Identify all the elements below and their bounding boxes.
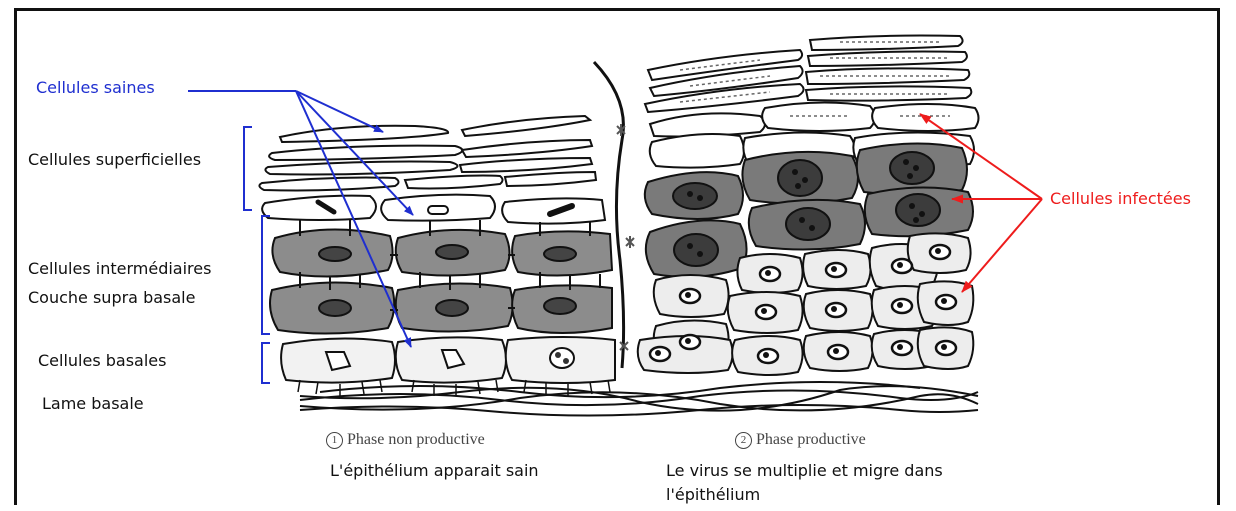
transition-cells bbox=[262, 195, 605, 224]
phase-left-number: 1 bbox=[326, 432, 343, 449]
label-suprabasal-layer: Couche supra basale bbox=[28, 288, 195, 307]
left-epithelium bbox=[259, 116, 615, 396]
label-superficial-cells: Cellules superficielles bbox=[28, 150, 201, 169]
phase-right-label: Phase productive bbox=[756, 431, 866, 449]
label-basal-cells: Cellules basales bbox=[38, 351, 166, 370]
label-basal-lamina: Lame basale bbox=[42, 394, 144, 413]
label-intermediate-cells: Cellules intermédiaires bbox=[28, 259, 211, 278]
phase-right-title: 2 Phase productive bbox=[735, 431, 866, 449]
basal-lamina-fibers bbox=[300, 382, 978, 416]
keratin-layers bbox=[645, 36, 979, 137]
superficial-cells bbox=[259, 116, 596, 191]
phase-right-description: Le virus se multiplie et migre dans l'ép… bbox=[666, 459, 1006, 507]
label-healthy-cells: Cellules saines bbox=[36, 78, 155, 97]
layer-brackets bbox=[244, 127, 270, 383]
right-epithelium bbox=[638, 36, 979, 376]
label-infected-cells: Cellules infectées bbox=[1050, 189, 1191, 208]
phase-left-description: L'épithélium apparait sain bbox=[330, 459, 539, 483]
phase-left-title: 1 Phase non productive bbox=[326, 431, 485, 449]
phase-right-number: 2 bbox=[735, 432, 752, 449]
phase-left-label: Phase non productive bbox=[347, 431, 485, 449]
intermediate-cells bbox=[270, 229, 612, 333]
